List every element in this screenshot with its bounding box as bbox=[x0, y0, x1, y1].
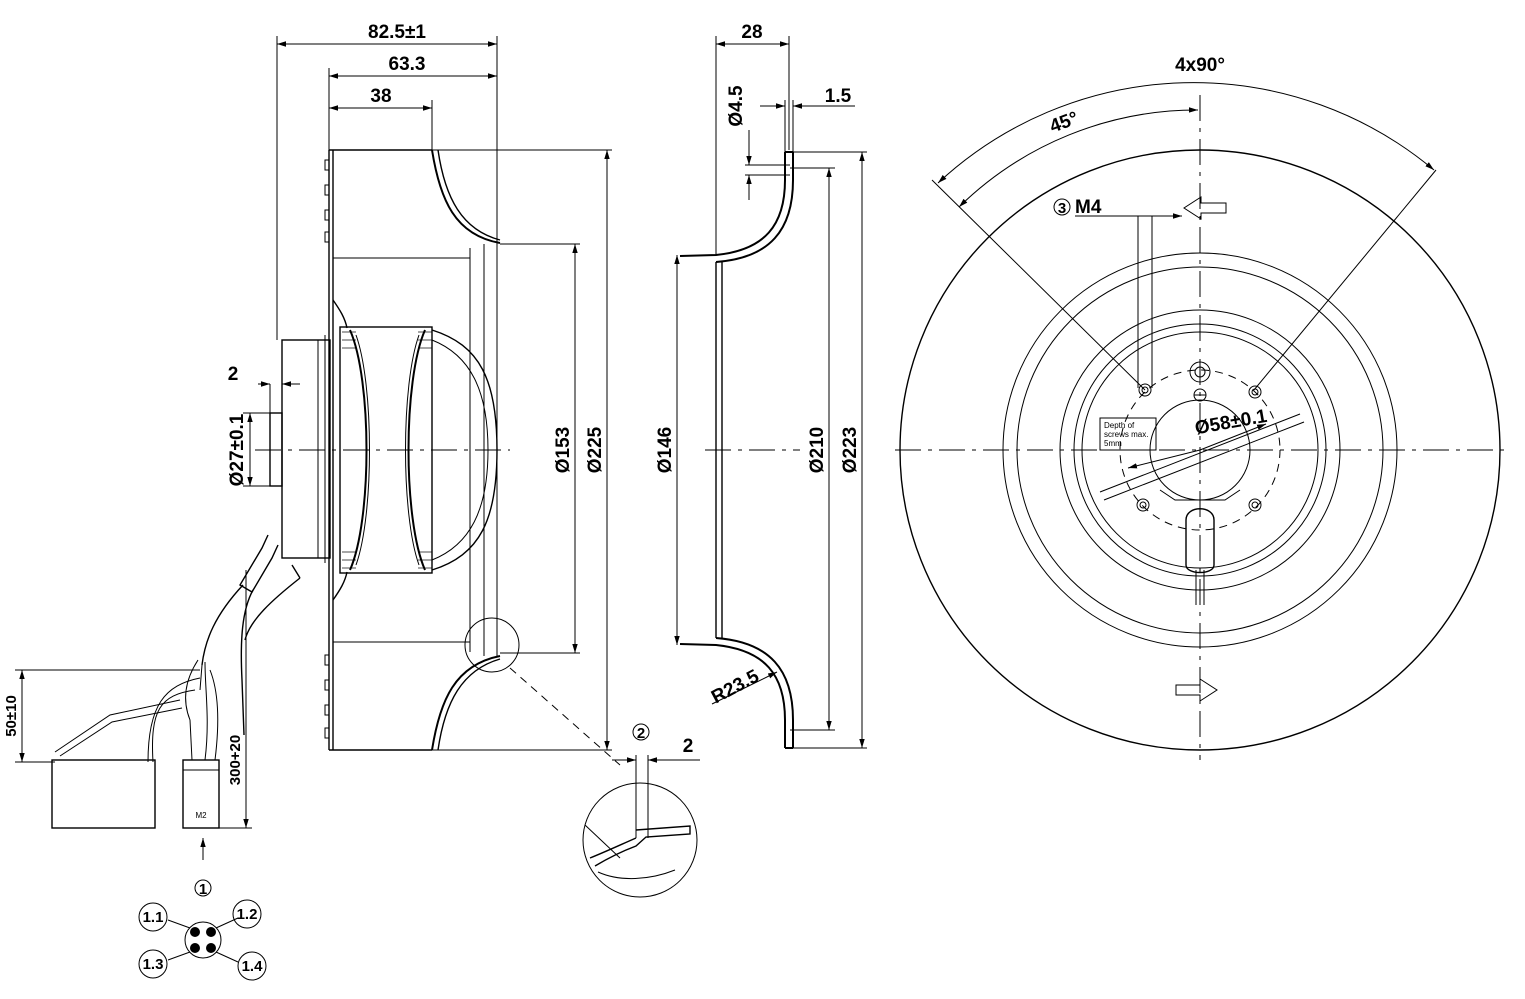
dim-overall-length: 82.5±1 bbox=[368, 22, 426, 43]
dim-ring-146: Ø146 bbox=[655, 427, 676, 473]
dim-ring-hole: Ø4.5 bbox=[726, 85, 747, 127]
angle-offset: 45° bbox=[1047, 108, 1081, 138]
inlet-ring-view: 28 1.5 Ø4.5 Ø146 Ø210 Ø223 bbox=[655, 22, 867, 749]
pin-1-2: 1.2 bbox=[237, 906, 258, 923]
thread-size: M4 bbox=[1075, 197, 1102, 218]
dim-impeller-length: 63.3 bbox=[389, 54, 426, 75]
impeller-outer-circle bbox=[899, 149, 1501, 751]
connector-m2 bbox=[182, 759, 220, 829]
callout-1: 1 bbox=[199, 881, 207, 898]
dim-lead-50: 50±10 bbox=[3, 695, 20, 737]
capacitor-box bbox=[51, 759, 156, 829]
side-view: 82.5±1 63.3 38 bbox=[3, 22, 700, 981]
pin-1-3: 1.3 bbox=[143, 956, 164, 973]
dim-ring-thickness: 1.5 bbox=[825, 86, 852, 107]
svg-text:5mm: 5mm bbox=[1104, 439, 1122, 448]
callout-3: 3 bbox=[1058, 200, 1066, 217]
dim-inlet-depth: 38 bbox=[370, 86, 391, 107]
dim-detail-2: 2 bbox=[683, 736, 694, 757]
svg-text:Depth of: Depth of bbox=[1104, 421, 1135, 430]
svg-text:screws max.: screws max. bbox=[1104, 430, 1148, 439]
dim-diameter-225: Ø225 bbox=[585, 426, 606, 473]
pin-1-4: 1.4 bbox=[242, 958, 264, 975]
screw-depth-note: Depth of screws max. 5mm bbox=[1099, 417, 1157, 451]
rotation-arrow-top bbox=[1183, 196, 1227, 220]
pin-1-1: 1.1 bbox=[143, 909, 164, 926]
connector-label: M2 bbox=[195, 811, 207, 820]
dim-shaft-step: 2 bbox=[228, 364, 239, 385]
detail-marker-circle bbox=[464, 617, 520, 673]
dim-ring-223: Ø223 bbox=[840, 427, 861, 473]
dim-ring-width: 28 bbox=[741, 22, 762, 43]
dim-ring-210: Ø210 bbox=[807, 427, 828, 473]
front-view: 4x90° 45° Ø58±0.1 bbox=[895, 55, 1510, 760]
angle-spacing: 4x90° bbox=[1175, 55, 1225, 76]
connector-pinout: 1.1 1.2 1.3 1.4 bbox=[138, 899, 267, 981]
dim-diameter-153: Ø153 bbox=[553, 427, 574, 473]
screw-holes bbox=[1136, 383, 1262, 512]
rotation-arrow-bottom bbox=[1175, 678, 1218, 702]
dim-ring-radius: R23.5 bbox=[708, 666, 763, 709]
dim-shaft-diameter: Ø27±0.1 bbox=[227, 413, 248, 486]
detail-view-2: 2 2 bbox=[582, 723, 700, 898]
callout-2: 2 bbox=[637, 725, 645, 742]
dim-lead-300: 300+20 bbox=[227, 735, 244, 785]
